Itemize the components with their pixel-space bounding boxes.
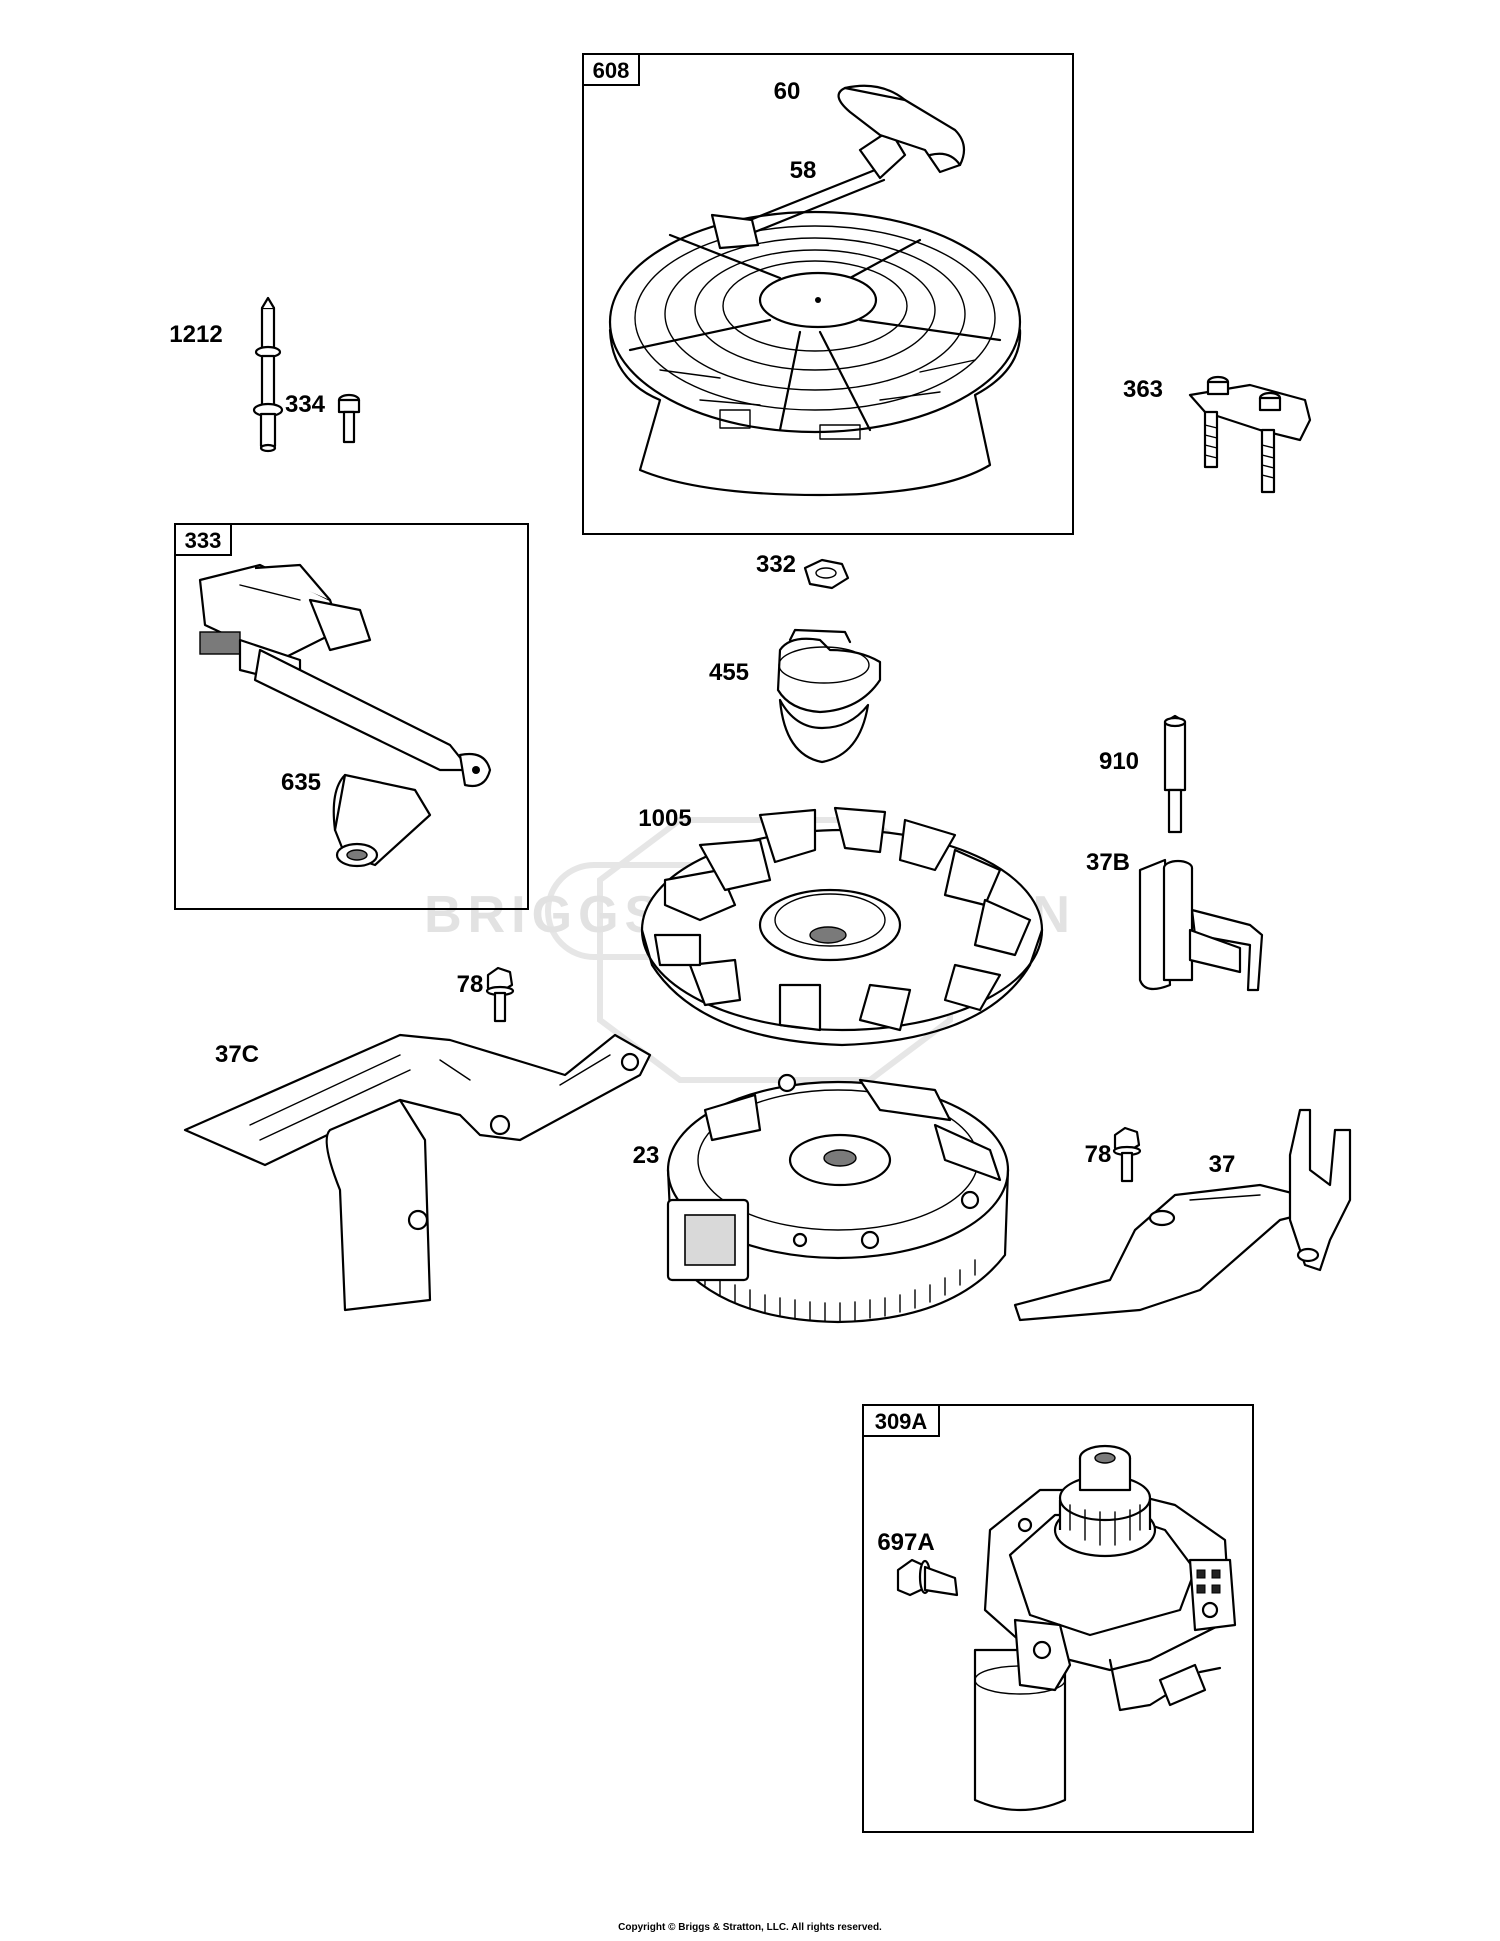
rewind-starter-housing[interactable]	[608, 210, 1022, 497]
bolt-78-left[interactable]	[485, 966, 515, 1023]
label-60: 60	[774, 78, 801, 105]
label-23: 23	[633, 1142, 660, 1169]
label-697A: 697A	[877, 1529, 934, 1556]
bracket-37B[interactable]	[1138, 858, 1264, 992]
label-37B: 37B	[1086, 849, 1130, 876]
label-78-right: 78	[1085, 1141, 1112, 1168]
label-635: 635	[281, 769, 321, 796]
label-37C: 37C	[215, 1041, 259, 1068]
control-assembly-333[interactable]	[198, 563, 492, 788]
sleeve-635[interactable]	[332, 773, 432, 868]
screw-334[interactable]	[337, 393, 361, 444]
label-1005: 1005	[638, 805, 691, 832]
box-309A: 309A	[862, 1404, 1254, 1833]
stud-1212[interactable]	[252, 296, 284, 453]
box-label-309A: 309A	[875, 1409, 928, 1434]
box-608: 608	[582, 53, 1074, 535]
label-455: 455	[709, 659, 749, 686]
box-label-333: 333	[185, 528, 222, 553]
bracket-363[interactable]	[1188, 375, 1312, 494]
nut-332[interactable]	[803, 558, 850, 590]
part-labels: 60 58 1212 334 363 332 455 635 910 1005 …	[169, 78, 1235, 1556]
box-label-608: 608	[593, 58, 630, 83]
label-332: 332	[756, 551, 796, 578]
box-333: 333	[174, 523, 529, 910]
flywheel-23[interactable]	[666, 1073, 1010, 1324]
air-guide-37[interactable]	[1013, 1108, 1352, 1322]
label-1212: 1212	[169, 321, 222, 348]
label-363: 363	[1123, 376, 1163, 403]
starter-handle[interactable]	[837, 84, 966, 180]
stud-910[interactable]	[1163, 714, 1187, 834]
label-78-left: 78	[457, 971, 484, 998]
electric-starter-309A[interactable]	[973, 1444, 1237, 1812]
label-58: 58	[790, 157, 817, 184]
cup-455[interactable]	[776, 628, 882, 764]
copyright-notice: Copyright © Briggs & Stratton, LLC. All …	[618, 1922, 882, 1933]
label-37: 37	[1209, 1151, 1236, 1178]
label-910: 910	[1099, 748, 1139, 775]
air-guide-37C[interactable]	[183, 1033, 652, 1312]
starter-rope	[710, 166, 886, 250]
bolt-78-right[interactable]	[1112, 1126, 1142, 1183]
label-334: 334	[285, 391, 326, 418]
fan-1005[interactable]	[640, 806, 1044, 1047]
bolt-697A[interactable]	[896, 1558, 959, 1597]
